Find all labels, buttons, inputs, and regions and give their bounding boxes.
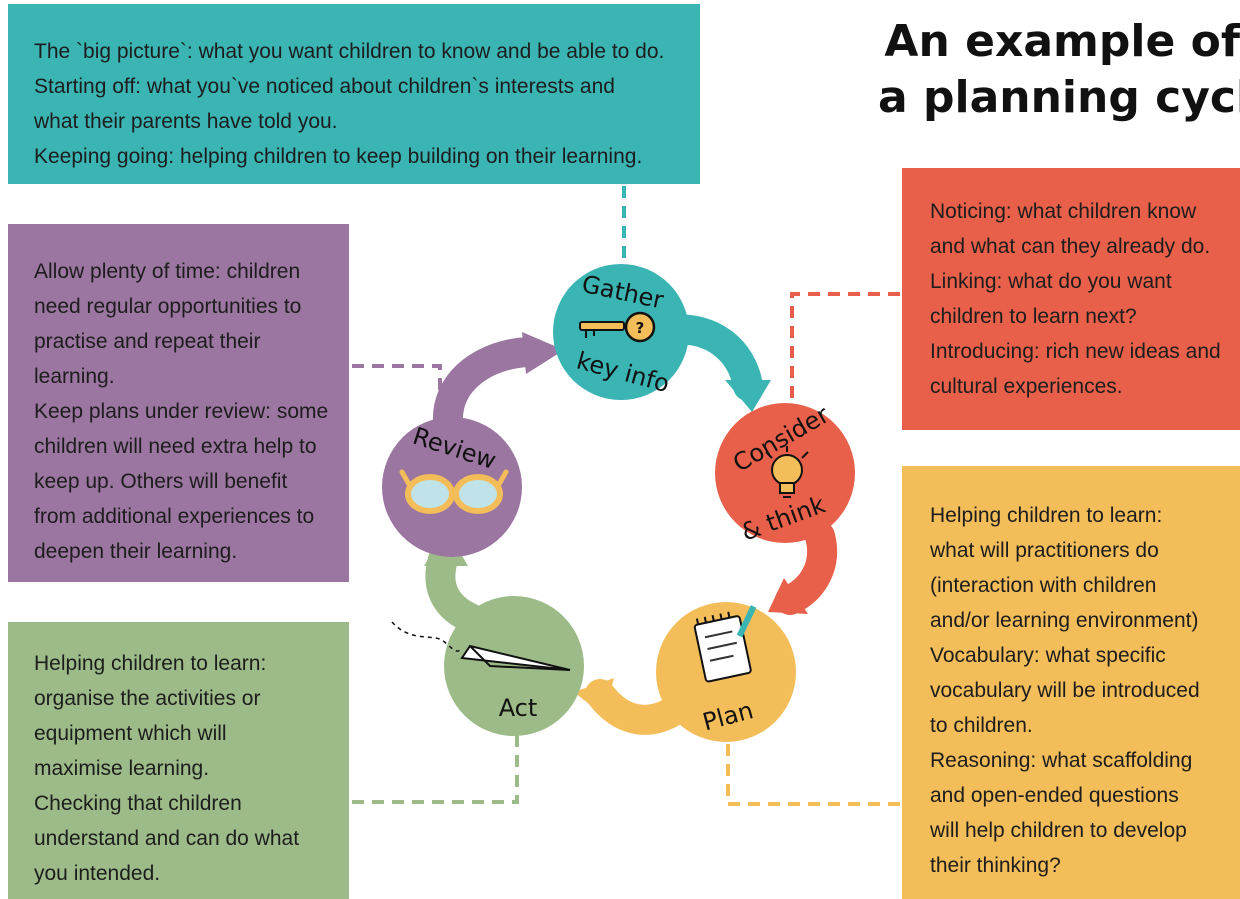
plan-text-line: Helping children to learn: [930, 504, 1163, 527]
consider-to-plan-arrow [768, 521, 838, 615]
consider-connector [790, 292, 900, 404]
consider-text-line: and what can they already do. [930, 235, 1211, 258]
act-text-line: organise the activities or [34, 687, 261, 710]
act-text-line: equipment which will [34, 722, 227, 745]
plan-text-line: will help children to develop [930, 819, 1187, 842]
plan-text-line: vocabulary will be introduced [930, 679, 1200, 702]
notepad-icon [693, 605, 757, 683]
title-line-1: An example of [884, 16, 1240, 67]
consider-text-line: cultural experiences. [930, 375, 1123, 398]
consider-text-line: Introducing: rich new ideas and [930, 340, 1221, 363]
gather-text-line: Starting off: what you`ve noticed about … [34, 75, 615, 98]
review-info-box: Allow plenty of time: children need regu… [8, 224, 349, 582]
gather-info-box: The `big picture`: what you want childre… [8, 4, 700, 184]
review-text-line: Allow plenty of time: children [34, 260, 301, 283]
gather-text-line: The `big picture`: what you want childre… [34, 40, 665, 63]
consider-text-line: Noticing: what children know [930, 200, 1197, 223]
paper-plane-icon [391, 621, 571, 671]
plan-text-line: and open-ended questions [930, 784, 1179, 807]
key-icon: ? [579, 311, 656, 343]
act-text-line: understand and can do what [34, 827, 300, 850]
glasses-icon [399, 469, 509, 514]
review-to-gather-arrow [433, 332, 564, 437]
act-text-line: Checking that children [34, 792, 242, 815]
plan-connector [726, 744, 900, 806]
act-text-line: you intended. [34, 862, 161, 885]
plan-to-act-arrow [574, 678, 687, 735]
act-label: Act [499, 694, 538, 722]
plan-text-line: what will practitioners do [930, 539, 1159, 562]
act-connector [352, 732, 519, 804]
review-text-line: deepen their learning. [34, 540, 238, 563]
gather-text-line: Keeping going: helping children to keep … [34, 145, 643, 168]
act-info-box: Helping children to learn: organise the … [8, 622, 349, 899]
plan-text-line: their thinking? [930, 854, 1061, 877]
plan-text-line: and/or learning environment) [930, 609, 1199, 632]
review-text-line: practise and repeat their [34, 330, 261, 353]
plan-text-line: to children. [930, 714, 1033, 737]
gather-stage-circle[interactable] [553, 264, 689, 400]
review-text-line: children will need extra help to [34, 435, 317, 458]
review-text-line: from additional experiences to [34, 505, 315, 528]
review-connector [352, 364, 442, 414]
consider-text-line: Linking: what do you want [930, 270, 1172, 293]
svg-text:?: ? [636, 319, 645, 337]
act-text-line: Helping children to learn: [34, 652, 267, 675]
act-text-line: maximise learning. [34, 757, 210, 780]
review-text-line: keep up. Others will benefit [34, 470, 288, 493]
plan-text-line: Vocabulary: what specific [930, 644, 1166, 667]
review-text-line: Keep plans under review: some [34, 400, 329, 423]
lightbulb-icon [765, 446, 809, 498]
plan-text-line: (interaction with children [930, 574, 1157, 597]
consider-info-box: Noticing: what children know and what ca… [902, 168, 1240, 430]
consider-text-line: children to learn next? [930, 305, 1137, 328]
act-stage-circle[interactable] [444, 596, 584, 736]
title-line-2: a planning cycle [878, 72, 1240, 123]
plan-text-line: Reasoning: what scaffolding [930, 749, 1193, 772]
review-text-line: learning. [34, 365, 115, 388]
gather-text-line: what their parents have told you. [34, 110, 338, 133]
plan-info-box: Helping children to learn: what will pra… [902, 466, 1240, 899]
diagram-title: An example of a planning cycle [878, 14, 1240, 126]
review-text-line: need regular opportunities to [34, 295, 302, 318]
